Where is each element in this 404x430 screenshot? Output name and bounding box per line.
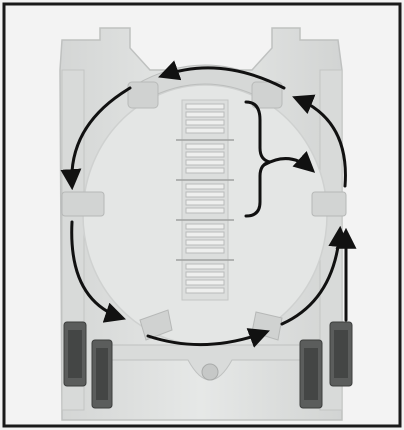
bottom-notch-hole: [202, 364, 218, 380]
left-side-clip: [62, 192, 104, 216]
right-side-clip: [312, 192, 346, 216]
splice-slots: [176, 100, 234, 300]
top-left-clip: [128, 82, 158, 108]
